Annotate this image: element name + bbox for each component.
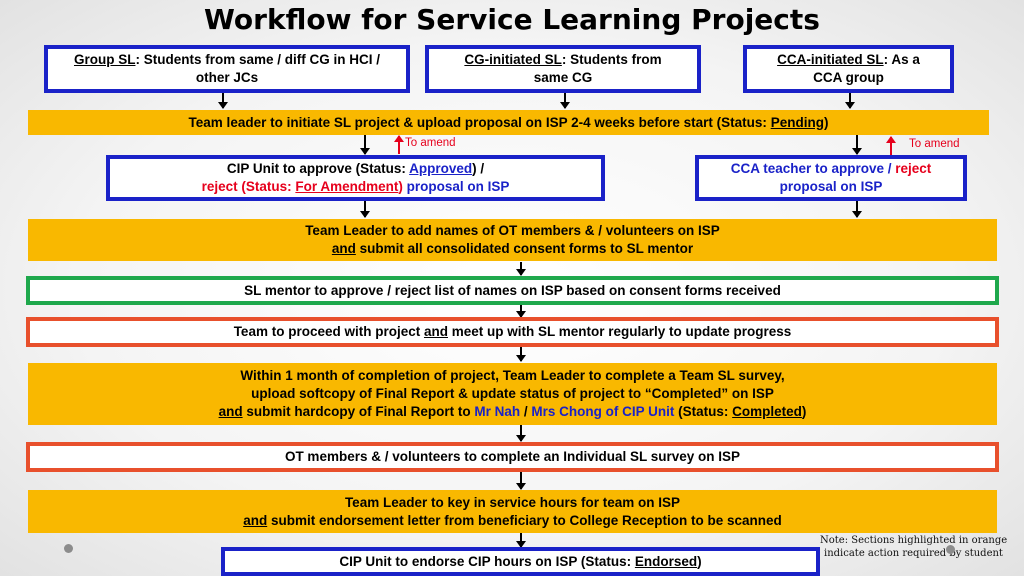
cca-sl-box: CCA-initiated SL: As a CCA group	[743, 45, 954, 93]
add-names-step: Team Leader to add names of OT members &…	[28, 219, 997, 261]
initiate-text: Team leader to initiate SL project & upl…	[188, 114, 771, 130]
proceed-text-a: Team to proceed with project	[233, 324, 424, 339]
group-sl-desc: : Students from same / diff CG in HCI /	[135, 52, 381, 67]
note-line2: indicate action required by student	[824, 548, 1003, 559]
completion-mrs-chong: Mrs Chong of CIP Unit	[531, 404, 675, 419]
cca-approve-text: CCA teacher to approve /	[730, 161, 896, 176]
completion-and: and	[218, 404, 243, 419]
cca-sl-label: CCA-initiated SL	[777, 52, 884, 67]
page-title: Workflow for Service Learning Projects	[204, 3, 820, 36]
arrow-cip-to-names	[360, 201, 370, 218]
cca-sl-desc-2: CCA group	[813, 70, 884, 85]
note-text: Note: Sections highlighted in orange ind…	[820, 534, 1020, 560]
cip-reject-close: )	[398, 179, 403, 194]
completion-mr-nah: Mr Nah	[474, 404, 521, 419]
arrow-group-to-initiate	[218, 93, 228, 109]
endorse-step: CIP Unit to endorse CIP hours on ISP (St…	[221, 547, 820, 576]
arrow-mentor-to-proceed	[516, 305, 526, 318]
arrow-names-to-mentor	[516, 262, 526, 276]
to-amend-label-left: To amend	[405, 137, 456, 149]
cca-approve-box: CCA teacher to approve / reject proposal…	[695, 155, 967, 201]
completion-line1: Within 1 month of completion of project,…	[240, 368, 785, 383]
arrow-initiate-to-cip	[360, 135, 370, 155]
group-sl-label: Group SL	[73, 52, 136, 67]
individual-survey-step: OT members & / volunteers to complete an…	[26, 442, 999, 472]
to-amend-label-right: To amend	[909, 138, 960, 150]
initiate-step: Team leader to initiate SL project & upl…	[28, 110, 989, 135]
decor-dot-right	[946, 545, 955, 554]
cip-amendment-status: For Amendment	[295, 179, 399, 194]
cg-sl-desc-2: same CG	[533, 70, 593, 85]
cca-reject-text: reject	[895, 161, 932, 176]
mentor-approve-text: SL mentor to approve / reject list of na…	[244, 282, 781, 298]
add-names-and: and	[331, 241, 356, 256]
arrow-survey-to-hours	[516, 472, 526, 490]
endorse-text-b: )	[697, 553, 702, 569]
proceed-text-b: meet up with SL mentor regularly to upda…	[447, 324, 792, 339]
completion-line3-a: submit hardcopy of Final Report to	[242, 404, 475, 419]
cca-sl-desc: : As a	[883, 52, 920, 67]
mentor-approve-step: SL mentor to approve / reject list of na…	[26, 276, 999, 305]
cg-sl-desc: : Students from	[561, 52, 662, 67]
to-amend-arrow-right	[886, 136, 896, 155]
completion-step: Within 1 month of completion of project,…	[28, 363, 997, 425]
add-names-line1: Team Leader to add names of OT members &…	[305, 223, 720, 238]
cip-approve-text: CIP Unit to approve (Status:	[226, 161, 410, 176]
cca-proposal-text: proposal on ISP	[779, 179, 883, 194]
completion-status: Completed	[732, 404, 802, 419]
note-line1: Note: Sections highlighted in orange	[820, 535, 1008, 546]
proceed-and: and	[423, 324, 448, 339]
completion-close: )	[801, 404, 807, 419]
completion-line2: upload softcopy of Final Report & update…	[251, 386, 774, 401]
group-sl-desc-2: other JCs	[195, 70, 259, 85]
service-hours-and: and	[243, 512, 268, 528]
arrow-cca-to-initiate	[845, 93, 855, 109]
arrow-cg-to-initiate	[560, 93, 570, 109]
arrow-cca-to-names	[852, 201, 862, 218]
endorse-status: Endorsed	[634, 553, 698, 569]
proceed-step: Team to proceed with project and meet up…	[26, 317, 999, 347]
arrow-hours-to-endorse	[516, 533, 526, 548]
arrow-initiate-to-cca	[852, 135, 862, 155]
completion-sep: /	[520, 404, 532, 419]
cip-approve-sep: ) /	[472, 161, 485, 176]
add-names-line2: submit all consolidated consent forms to…	[355, 241, 694, 256]
cg-sl-box: CG-initiated SL: Students from same CG	[425, 45, 701, 93]
cip-approved-status: Approved	[409, 161, 473, 176]
service-hours-line2: submit endorsement letter from beneficia…	[267, 512, 782, 528]
cip-reject-text: reject (Status:	[201, 179, 296, 194]
service-hours-step: Team Leader to key in service hours for …	[28, 490, 997, 533]
cip-proposal-text: proposal on ISP	[402, 179, 510, 194]
decor-dot-left	[64, 544, 73, 553]
initiate-status: Pending	[770, 114, 824, 130]
arrow-completion-to-survey	[516, 425, 526, 442]
arrow-proceed-to-completion	[516, 347, 526, 362]
endorse-text-a: CIP Unit to endorse CIP hours on ISP (St…	[339, 553, 635, 569]
cg-sl-label: CG-initiated SL	[464, 52, 562, 67]
completion-line3-b: (Status:	[674, 404, 733, 419]
group-sl-box: Group SL: Students from same / diff CG i…	[44, 45, 410, 93]
service-hours-line1: Team Leader to key in service hours for …	[344, 494, 681, 510]
initiate-close: )	[823, 114, 829, 130]
individual-survey-text: OT members & / volunteers to complete an…	[284, 449, 741, 464]
to-amend-arrow-left	[394, 135, 404, 154]
cip-approve-box: CIP Unit to approve (Status: Approved) /…	[106, 155, 605, 201]
